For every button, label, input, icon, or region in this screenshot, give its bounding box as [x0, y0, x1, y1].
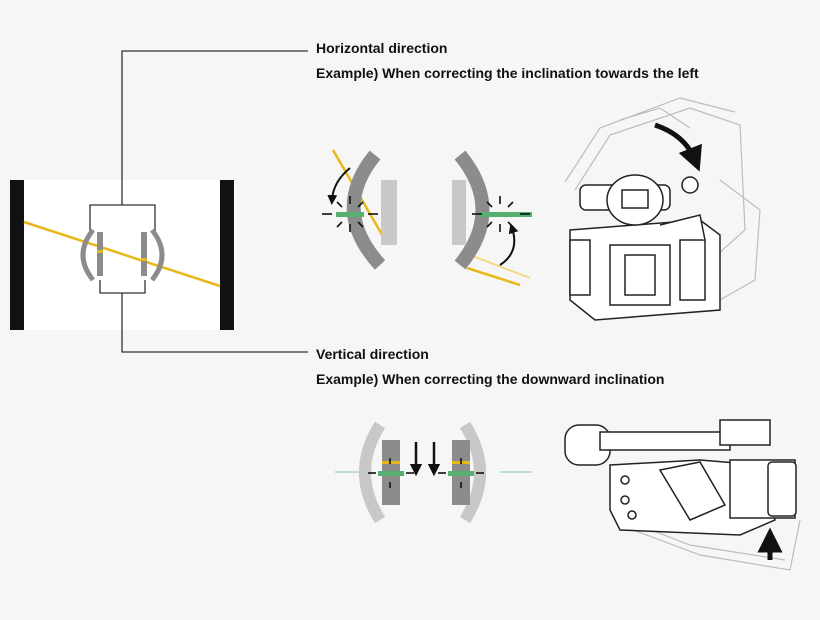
horizon-line: [23, 220, 221, 288]
rotate-arrow-left: [327, 167, 351, 205]
vertical-example: Example) When correcting the downward in…: [316, 371, 665, 387]
horizontal-example: Example) When correcting the inclination…: [316, 65, 699, 81]
camera-tilting-up: [564, 419, 801, 571]
horizontal-leader-line: [121, 50, 308, 205]
left-level-bar: [97, 232, 103, 276]
screen-left-bar: [10, 180, 24, 330]
left-arc-indicator: [80, 228, 96, 282]
right-level-bar: [141, 232, 147, 276]
right-arc-indicator: [149, 228, 165, 282]
vertical-heading: Vertical direction: [316, 346, 429, 362]
camera-tilting-left: [564, 97, 761, 321]
horizontal-heading: Horizontal direction: [316, 40, 448, 56]
rotate-arrow-right: [499, 223, 519, 266]
vertical-gauge: [335, 421, 532, 524]
tilt-arrow: [654, 122, 702, 172]
horizontal-gauge-left: [322, 149, 397, 270]
vertical-leader-line: [121, 293, 308, 353]
horizontal-gauge-right: [452, 150, 532, 287]
screen-right-bar: [220, 180, 234, 330]
